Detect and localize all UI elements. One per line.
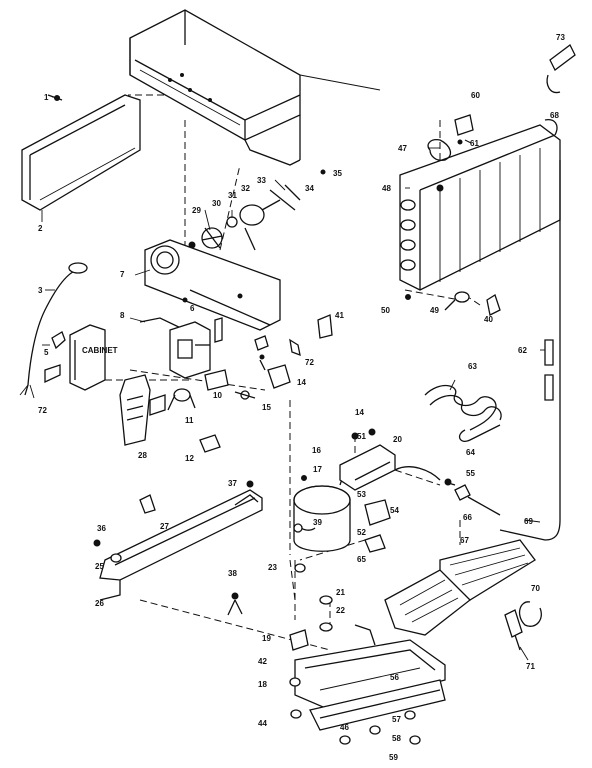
callout-39: 39 (313, 518, 322, 527)
thermostat-part-28 (119, 374, 166, 446)
callout-38: 38 (228, 569, 237, 578)
callout-63: 63 (468, 362, 477, 371)
callout-19: 19 (262, 634, 271, 643)
coil-return-bends (400, 199, 416, 271)
callout-27: 27 (160, 522, 169, 531)
condenser-housing (129, 9, 381, 166)
callout-51: 51 (357, 432, 366, 441)
callout-52: 52 (357, 528, 366, 537)
callout-71: 71 (526, 662, 535, 671)
callout-73: 73 (556, 33, 565, 42)
callout-17: 17 (313, 465, 322, 474)
callout-53: 53 (357, 490, 366, 499)
callout-46: 46 (340, 723, 349, 732)
callout-65: 65 (357, 555, 366, 564)
defrost-heater-part-63 (424, 384, 502, 442)
callout-16: 16 (312, 446, 321, 455)
callout-labels: 1 2 3 5 6 7 8 10 11 12 14 14 15 16 17 18… (38, 33, 565, 762)
callout-14b: 14 (355, 408, 364, 417)
callout-5: 5 (44, 348, 49, 357)
callout-35: 35 (333, 169, 342, 178)
fan-motor-assembly (188, 169, 326, 251)
callout-33: 33 (257, 176, 266, 185)
callout-59: 59 (389, 753, 398, 762)
bracket-parts-20-51-54 (339, 428, 396, 553)
callout-70: 70 (531, 584, 540, 593)
callout-41: 41 (335, 311, 344, 320)
callout-11: 11 (185, 416, 194, 425)
callout-10: 10 (213, 391, 222, 400)
leader-lines (41, 96, 545, 661)
callout-3: 3 (38, 286, 43, 295)
callout-cabinet: CABINET (82, 346, 118, 355)
callout-1: 1 (44, 93, 49, 102)
callout-7: 7 (120, 270, 125, 279)
callout-69: 69 (524, 517, 533, 526)
callout-36: 36 (97, 524, 106, 533)
callout-66: 66 (463, 513, 472, 522)
callout-72: 72 (305, 358, 314, 367)
callout-40: 40 (484, 315, 493, 324)
base-pan-part-56 (294, 624, 446, 731)
callout-37: 37 (228, 479, 237, 488)
refrigerant-tube (499, 44, 576, 541)
callout-50: 50 (381, 306, 390, 315)
callout-55: 55 (466, 469, 475, 478)
callout-8: 8 (120, 311, 125, 320)
callout-28: 28 (138, 451, 147, 460)
callout-42: 42 (258, 657, 267, 666)
callout-20: 20 (393, 435, 402, 444)
callout-6: 6 (190, 304, 195, 313)
callout-68: 68 (550, 111, 559, 120)
control-wiring-part-3 (19, 262, 88, 399)
callout-72b: 72 (38, 406, 47, 415)
callout-64: 64 (466, 448, 475, 457)
label-part-12 (199, 434, 221, 453)
drain-pan-part-67 (384, 539, 536, 636)
tubing-parts-64-65-66 (394, 466, 501, 516)
compressor-part-17 (293, 469, 351, 552)
base-rail-part-26 (99, 489, 263, 601)
callout-31: 31 (228, 191, 237, 200)
callout-62: 62 (518, 346, 527, 355)
hardware-grommets (93, 480, 421, 745)
fan-shroud-part-7 (144, 239, 281, 331)
relay-box-part-8 (139, 317, 223, 379)
cabinet-bracket (42, 324, 106, 391)
capacitor-parts-10-11 (167, 369, 256, 411)
callout-56: 56 (390, 673, 399, 682)
callout-57: 57 (392, 715, 401, 724)
callout-2: 2 (38, 224, 43, 233)
callout-12: 12 (185, 454, 194, 463)
callout-47: 47 (398, 144, 407, 153)
side-panel-part-2 (21, 94, 141, 211)
evaporator-coil-part-48 (399, 119, 561, 291)
coil-accessories (405, 114, 501, 316)
callout-60: 60 (471, 91, 480, 100)
callout-44: 44 (258, 719, 267, 728)
callout-14: 14 (297, 378, 306, 387)
callout-22: 22 (336, 606, 345, 615)
valve-parts-70-71 (504, 601, 542, 651)
callout-23: 23 (268, 563, 277, 572)
callout-61: 61 (470, 139, 479, 148)
callout-18: 18 (258, 680, 267, 689)
clip-parts-14-72 (254, 314, 333, 389)
callout-34: 34 (305, 184, 314, 193)
callout-30: 30 (212, 199, 221, 208)
callout-58: 58 (392, 734, 401, 743)
callout-67: 67 (460, 536, 469, 545)
callout-21: 21 (336, 588, 345, 597)
callout-54: 54 (390, 506, 399, 515)
callout-26: 26 (95, 599, 104, 608)
callout-32: 32 (241, 184, 250, 193)
callout-25: 25 (95, 562, 104, 571)
callout-49: 49 (430, 306, 439, 315)
callout-29: 29 (192, 206, 201, 215)
callout-15: 15 (262, 403, 271, 412)
callout-48: 48 (382, 184, 391, 193)
